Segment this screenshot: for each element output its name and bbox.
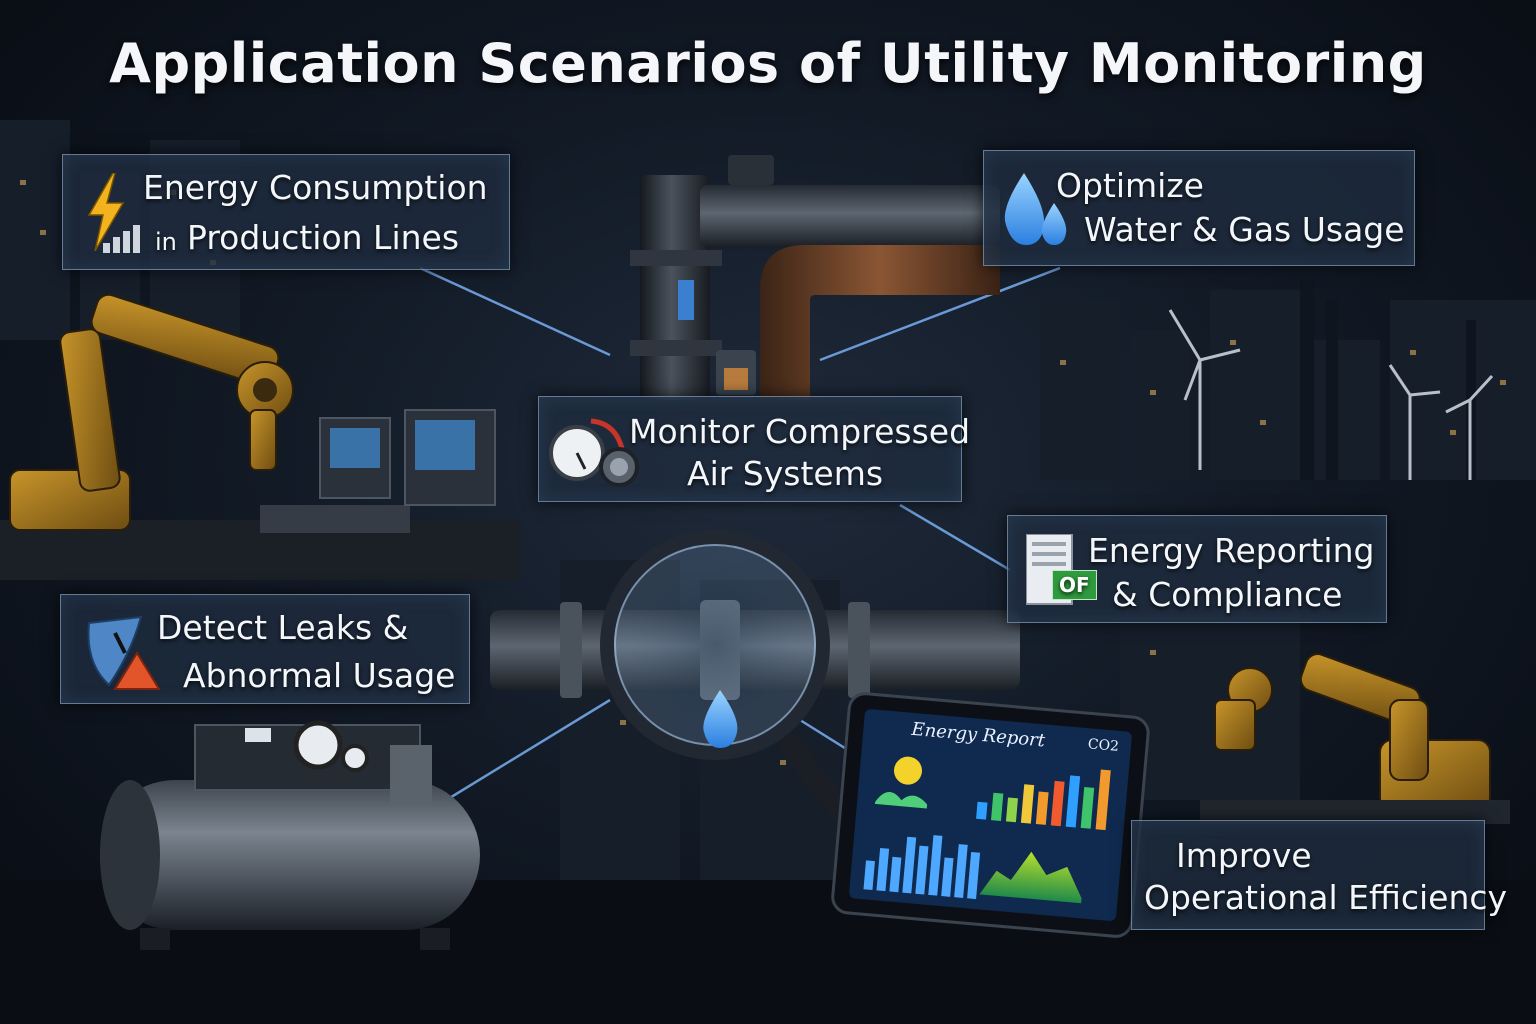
card-operational-efficiency: Improve Operational Efficiency — [1131, 820, 1507, 930]
card-reporting-badge: OF — [1052, 570, 1097, 600]
usage-bar — [915, 845, 929, 895]
usage-bar — [941, 857, 954, 897]
usage-bar — [967, 852, 981, 900]
energy-bar — [1020, 784, 1035, 824]
energy-bar — [1095, 769, 1111, 831]
card-leaks-line1: Detect Leaks & — [157, 608, 409, 647]
pressure-gauge-icon — [549, 418, 639, 487]
usage-bar — [863, 860, 875, 891]
card-air-line2: Air Systems — [687, 454, 884, 493]
usage-bar-chart — [863, 835, 981, 900]
usage-bar — [902, 836, 917, 894]
card-air-line1: Monitor Compressed — [629, 412, 971, 451]
bar-signal-icon — [103, 225, 140, 253]
card-water-line2: Water & Gas Usage — [1084, 210, 1405, 249]
report-document-icon — [1026, 534, 1073, 605]
energy-bar — [1035, 791, 1049, 825]
card-energy-line1: Energy Consumption — [143, 168, 488, 207]
energy-bar-chart — [976, 769, 1111, 831]
usage-bar — [889, 856, 902, 893]
energy-bar — [1065, 775, 1081, 828]
energy-bar — [990, 792, 1004, 821]
energy-bar — [1080, 786, 1095, 829]
card-efficiency-line1: Improve — [1176, 836, 1312, 875]
area-chart — [979, 851, 1082, 904]
usage-bar — [928, 835, 943, 896]
usage-bar — [954, 844, 968, 898]
card-compressed-air: Monitor Compressed Air Systems — [538, 396, 970, 502]
card-energy-prefix: in — [155, 228, 177, 256]
card-efficiency-line2: Operational Efficiency — [1144, 878, 1508, 917]
energy-bar — [1005, 797, 1018, 823]
tablet-charts — [863, 756, 1111, 904]
lightning-bolt-icon — [87, 173, 125, 251]
card-reporting-line2: & Compliance — [1112, 575, 1343, 614]
card-water-gas: Optimize Water & Gas Usage — [983, 150, 1415, 266]
card-leaks-line2: Abnormal Usage — [183, 656, 456, 695]
card-energy-consumption: Energy Consumption in Production Lines — [62, 154, 510, 270]
sun-graphic — [874, 756, 928, 809]
page-title: Application Scenarios of Utility Monitor… — [109, 32, 1427, 95]
tablet: Energy Report CO2 — [849, 709, 1133, 922]
water-drops-icon — [1004, 173, 1067, 245]
energy-bar — [976, 801, 988, 820]
energy-bar — [1050, 780, 1065, 827]
card-detect-leaks: Detect Leaks & Abnormal Usage — [60, 594, 470, 704]
card-energy-line2: Production Lines — [187, 218, 460, 257]
usage-bar — [876, 847, 890, 892]
leak-alert-icon — [87, 615, 161, 690]
card-energy-reporting: OF Energy Reporting & Compliance — [1007, 515, 1387, 623]
card-water-line1: Optimize — [1056, 166, 1204, 205]
card-reporting-line1: Energy Reporting — [1088, 531, 1375, 570]
